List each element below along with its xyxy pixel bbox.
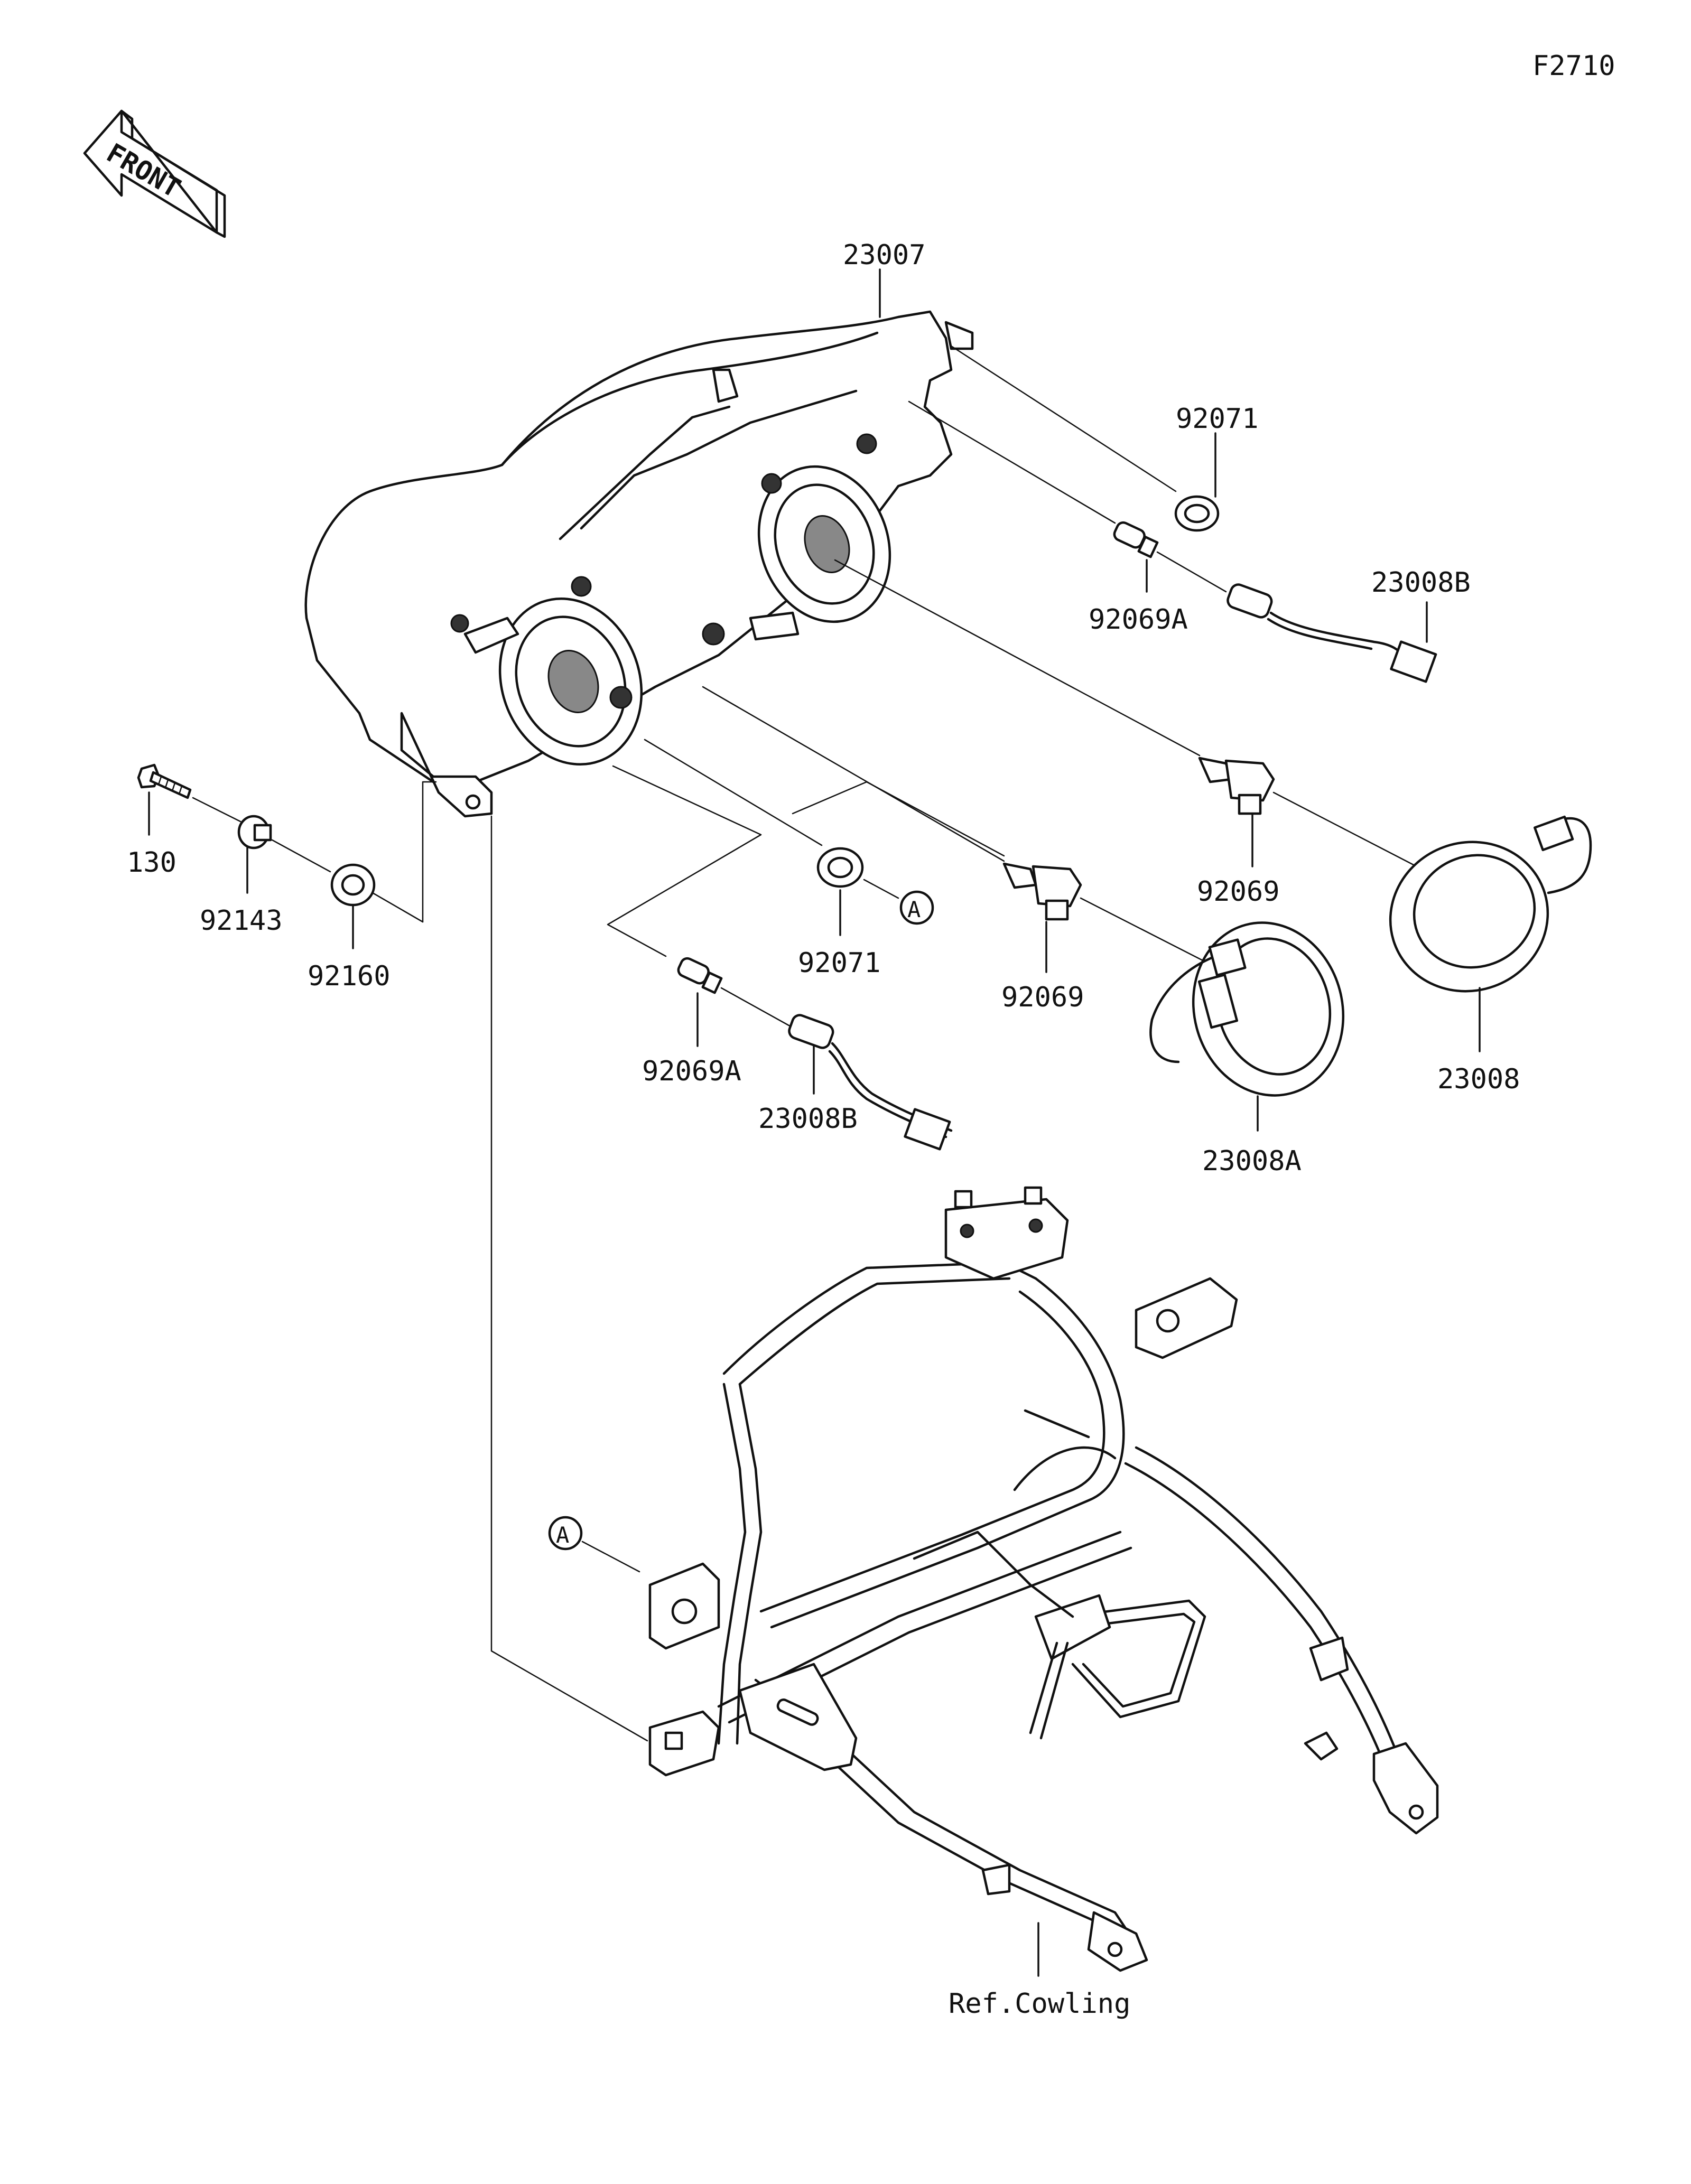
grommet-mid: [816, 847, 864, 888]
bulb-lower-92069a: [677, 957, 723, 994]
callout-ref-cowling: Ref.Cowling: [949, 1988, 1130, 2020]
callout-23008b-upper: 23008B: [1371, 567, 1471, 599]
cowling-bracket: [648, 1186, 1439, 1972]
callout-92069-mid: 92069: [1001, 982, 1084, 1013]
callout-92069-right: 92069: [1197, 876, 1280, 908]
headlight-assembly: [304, 310, 974, 818]
damper-92160: [330, 863, 376, 907]
ref-a-upper-circle: [899, 890, 934, 925]
callout-92143: 92143: [200, 905, 283, 937]
callout-92069a-upper: 92069A: [1089, 604, 1188, 636]
callout-ref-a-upper: A: [907, 897, 921, 922]
callout-23008a: 23008A: [1202, 1145, 1302, 1177]
socket-lower-23008b: [788, 1014, 953, 1151]
callout-23008: 23008: [1437, 1063, 1520, 1095]
callout-92071-mid: 92071: [798, 947, 881, 979]
bulb-mid-92069: [1002, 862, 1082, 921]
ref-a-lower-circle: [548, 1516, 583, 1551]
front-arrow-icon: FRONT: [83, 109, 226, 238]
bulb-upper-92069a: [1113, 521, 1159, 558]
callout-23008b-lower: 23008B: [758, 1103, 858, 1135]
callout-130: 130: [127, 847, 176, 879]
grommet-upper: [1174, 495, 1220, 532]
callout-92069a-lower: 92069A: [642, 1056, 741, 1087]
callout-92160: 92160: [308, 960, 391, 992]
bolt-130: [137, 763, 192, 799]
callout-ref-a-lower: A: [556, 1522, 569, 1548]
figure-code: F2710: [1532, 50, 1615, 82]
cover-mid-23008a: [1149, 921, 1345, 1097]
bulb-right-92069: [1198, 757, 1275, 815]
socket-upper-23008b: [1227, 583, 1437, 683]
collar-92143: [237, 815, 272, 850]
callout-23007: 23007: [843, 239, 926, 271]
callout-92071-upper: 92071: [1176, 403, 1259, 435]
cover-right-23008: [1389, 815, 1592, 993]
